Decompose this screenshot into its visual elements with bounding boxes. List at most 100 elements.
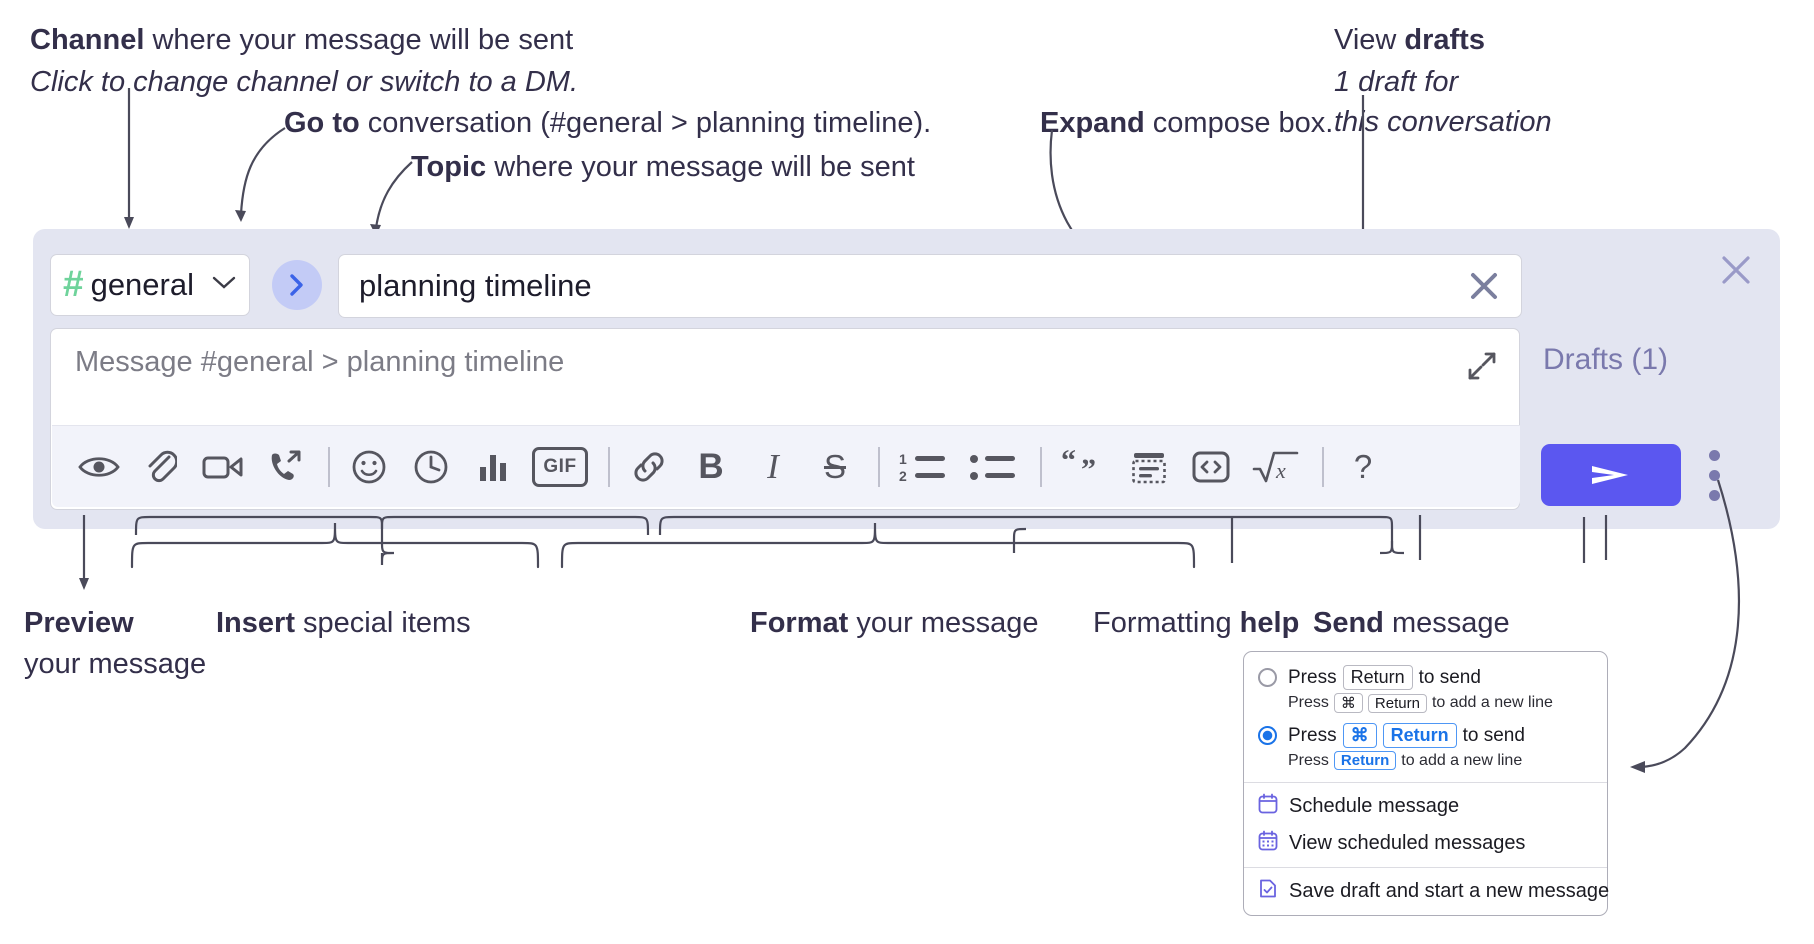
save-draft-icon (1258, 878, 1278, 905)
compose-options-menu-button[interactable] (1708, 450, 1720, 501)
annotation-format-rest: your message (848, 607, 1039, 639)
menu-item-schedule-message[interactable]: Schedule message (1244, 788, 1607, 825)
hash-icon: # (63, 263, 84, 304)
key-return: Return (1333, 751, 1397, 770)
annotation-expand-rest: compose box. (1144, 107, 1334, 139)
svg-text:“: “ (1061, 450, 1076, 477)
message-placeholder: Message #general > planning timeline (75, 346, 565, 378)
bulleted-list-icon[interactable] (966, 444, 1020, 490)
annotation-drafts-plain: View (1334, 24, 1405, 56)
annotation-channel-rest: where your message will be sent (144, 24, 574, 56)
call-transfer-icon[interactable] (262, 444, 308, 490)
video-camera-icon[interactable] (200, 444, 246, 490)
annotation-channel-bold: Channel (30, 24, 145, 56)
help-icon[interactable]: ? (1340, 444, 1386, 490)
code-block-icon[interactable] (1126, 444, 1172, 490)
annotation-help-bold: help (1239, 607, 1300, 639)
drafts-link[interactable]: Drafts (1) (1543, 343, 1669, 376)
annotation-preview: Preview your message (24, 605, 206, 683)
message-input-box[interactable]: Message #general > planning timeline (50, 328, 1520, 510)
annotation-channel-sub: Click to change channel or switch to a D… (30, 66, 579, 99)
go-to-conversation-button[interactable] (272, 260, 322, 310)
menu-option1-sub-tail: to add a new line (1431, 694, 1553, 711)
annotation-goto-bold: Go to (284, 107, 360, 139)
topic-value: planning timeline (359, 268, 592, 303)
attach-paperclip-icon[interactable] (138, 444, 184, 490)
menu-option-cmd-return-to-send[interactable]: Press ⌘ Return to send (1244, 720, 1607, 748)
annotation-drafts: View drafts 1 draft for this conversatio… (1334, 22, 1552, 141)
annotation-send-bold: Send (1313, 607, 1384, 639)
preview-eye-icon[interactable] (76, 444, 122, 490)
menu-option-return-to-send[interactable]: Press Return to send (1244, 662, 1607, 690)
annotation-expand-bold: Expand (1040, 107, 1145, 139)
help-label: ? (1353, 447, 1373, 485)
channel-selector[interactable]: # general (50, 254, 250, 316)
compose-panel: # general planning timeline Message #gen… (33, 229, 1780, 529)
toolbar-divider (608, 446, 610, 487)
annotation-preview-bold: Preview (24, 607, 134, 639)
inline-code-icon[interactable] (1188, 444, 1234, 490)
menu-option1-press: Press (1288, 666, 1337, 688)
topic-input[interactable]: planning timeline (338, 254, 1522, 318)
radio-selected[interactable] (1258, 726, 1277, 745)
channel-name: general (90, 267, 194, 302)
strikethrough-icon[interactable]: S (812, 444, 858, 490)
annotation-topic-bold: Topic (411, 151, 487, 183)
annotation-drafts-line2: 1 draft for (1334, 66, 1459, 99)
italic-icon[interactable]: I (750, 444, 796, 490)
close-icon[interactable] (1719, 253, 1753, 292)
strike-label: S (823, 447, 846, 485)
chevron-down-icon (211, 275, 237, 296)
menu-item-view-scheduled-messages[interactable]: View scheduled messages (1244, 825, 1607, 862)
link-icon[interactable] (626, 444, 672, 490)
radio-unselected[interactable] (1258, 668, 1277, 687)
annotation-format-bold: Format (750, 607, 849, 639)
key-return: Return (1382, 723, 1457, 748)
annotation-help-plain: Formatting (1093, 607, 1240, 639)
expand-compose-icon[interactable] (1467, 351, 1497, 386)
annotation-drafts-bold: drafts (1404, 24, 1485, 56)
annotation-send: Send message (1313, 605, 1510, 642)
calendar-icon (1258, 793, 1278, 820)
compose-options-menu: Press Return to send Press ⌘ Return to a… (1243, 651, 1609, 916)
annotation-channel: Channel where your message will be sent … (30, 22, 578, 101)
gif-label: GIF (532, 446, 588, 487)
compose-main: # general planning timeline Message #gen… (33, 229, 1538, 529)
annotation-help: Formatting help (1093, 605, 1299, 642)
toolbar-divider (1322, 446, 1324, 487)
key-command: ⌘ (1342, 723, 1377, 748)
gif-icon[interactable]: GIF (532, 444, 588, 490)
send-button[interactable] (1541, 444, 1681, 506)
menu-item-label: Schedule message (1289, 795, 1460, 817)
menu-item-label: View scheduled messages (1289, 832, 1526, 854)
math-icon[interactable]: x (1250, 444, 1302, 490)
key-return: Return (1367, 693, 1427, 713)
key-return: Return (1342, 665, 1413, 690)
svg-text:1: 1 (899, 451, 907, 467)
bold-label: B (698, 446, 724, 486)
annotation-insert-bold: Insert (216, 607, 295, 639)
menu-option2-press: Press (1288, 724, 1337, 746)
clear-topic-icon[interactable] (1467, 269, 1501, 308)
toolbar-divider (328, 446, 330, 487)
bold-icon[interactable]: B (688, 444, 734, 490)
blockquote-icon[interactable]: “” (1058, 444, 1110, 490)
kebab-dot (1708, 450, 1720, 461)
chevron-right-icon (290, 274, 303, 296)
annotation-expand: Expand compose box. (1040, 105, 1333, 142)
menu-item-save-draft[interactable]: Save draft and start a new message (1244, 873, 1609, 915)
kebab-dot (1708, 470, 1720, 481)
annotation-goto-rest: conversation (#general > planning timeli… (359, 107, 932, 139)
toolbar-divider (1040, 446, 1042, 487)
svg-text:2: 2 (899, 468, 907, 484)
menu-option2-sub: Press Return to add a new line (1244, 748, 1607, 777)
emoji-icon[interactable] (346, 444, 392, 490)
annotation-topic-rest: where your message will be sent (486, 151, 915, 183)
clock-icon[interactable] (408, 444, 454, 490)
annotation-send-rest: message (1383, 607, 1510, 639)
menu-option1-sub: Press ⌘ Return to add a new line (1244, 690, 1607, 720)
poll-bar-chart-icon[interactable] (470, 444, 516, 490)
menu-option2-sub-tail: to add a new line (1401, 751, 1523, 769)
annotation-drafts-line3: this conversation (1334, 106, 1552, 139)
